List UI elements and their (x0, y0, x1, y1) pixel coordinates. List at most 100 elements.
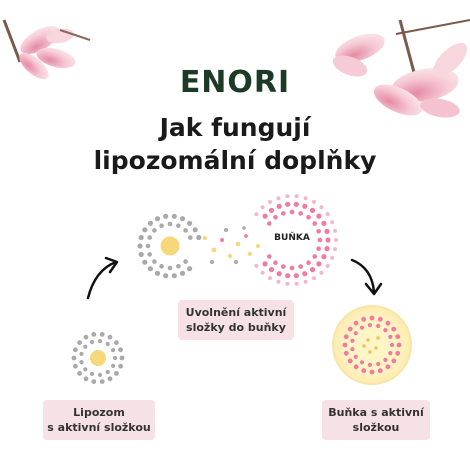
step-release-line2: složky do buňky (186, 321, 286, 334)
active-particle-dot (368, 350, 372, 354)
lipid-dot (77, 371, 82, 376)
membrane-dot (267, 254, 272, 259)
membrane-dot (302, 271, 308, 277)
particle-dot (227, 253, 233, 259)
membrane-dot (298, 264, 304, 269)
membrane-dot (293, 201, 299, 207)
membrane-dot (312, 221, 318, 226)
membrane-dot (367, 323, 372, 328)
membrane-dot (325, 212, 330, 217)
lipid-dot (77, 340, 82, 345)
lipid-dot (83, 376, 89, 382)
brand-logo: ENORI (179, 65, 291, 100)
membrane-dot (391, 326, 397, 332)
membrane-dot (285, 273, 291, 279)
membrane-dot (388, 334, 393, 339)
active-particle-dot (374, 346, 378, 350)
lipid-dot (112, 355, 118, 361)
membrane-dot (395, 350, 401, 356)
membrane-dot (312, 254, 318, 259)
membrane-dot (262, 261, 268, 267)
lipid-dot (147, 266, 153, 272)
cell-label: BUŇKA (274, 233, 310, 243)
membrane-dot (309, 207, 316, 213)
membrane-dot (359, 360, 365, 365)
lipid-dot (176, 264, 181, 269)
membrane-dot (353, 331, 358, 336)
membrane-dot (268, 267, 275, 273)
lipid-dot (138, 234, 144, 241)
membrane-dot (383, 357, 388, 362)
membrane-dot (316, 261, 322, 267)
lipid-dot (105, 341, 110, 347)
membrane-dot (289, 209, 295, 215)
lipid-dot (83, 367, 88, 372)
lipid-dot (118, 363, 123, 369)
particle-dot (211, 247, 217, 253)
lipid-dot (79, 360, 84, 365)
lipid-dot (183, 228, 188, 233)
lipid-dot (154, 216, 161, 222)
lipid-dot (107, 376, 113, 382)
lipid-dot (83, 344, 88, 349)
membrane-dot (268, 207, 275, 213)
membrane-dot (281, 211, 286, 216)
lipid-dot (138, 251, 144, 258)
membrane-dot (254, 263, 259, 268)
membrane-dot (353, 320, 359, 326)
particle-dot (235, 241, 241, 247)
lipid-dot (119, 355, 125, 361)
cell-ring (254, 194, 338, 286)
membrane-dot (316, 213, 322, 219)
lipid-dot (152, 228, 157, 233)
lipid-dot (107, 334, 113, 340)
lipid-dot (167, 265, 173, 271)
lipid-dot (171, 273, 177, 279)
lipid-dot (79, 351, 84, 356)
membrane-dot (383, 328, 388, 333)
lipid-dot (159, 264, 164, 269)
step-cell-label: Buňka s aktivní složkou (322, 400, 430, 440)
membrane-dot (367, 362, 372, 367)
membrane-dot (376, 323, 381, 329)
membrane-dot (350, 347, 355, 352)
membrane-dot (303, 196, 308, 201)
membrane-dot (276, 196, 281, 201)
lipid-dot (147, 252, 152, 257)
membrane-dot (309, 267, 316, 273)
membrane-dot (343, 350, 349, 356)
membrane-dot (262, 213, 268, 219)
membrane-dot (361, 316, 367, 322)
particle-dot (224, 228, 228, 232)
membrane-dot (396, 342, 402, 348)
membrane-dot (325, 237, 331, 243)
membrane-dot (388, 351, 393, 356)
membrane-dot (316, 246, 321, 251)
active-particle-dot (366, 338, 370, 342)
membrane-dot (316, 229, 321, 234)
membrane-dot (385, 320, 391, 326)
lipid-dot (159, 223, 164, 228)
lipid-dot (167, 221, 173, 227)
page-title-line1: Jak fungují (159, 113, 311, 142)
membrane-dot (312, 276, 316, 281)
membrane-dot (254, 212, 259, 217)
lipid-dot (176, 223, 181, 228)
membrane-dot (273, 260, 278, 266)
membrane-dot (298, 211, 304, 216)
arrow-up-icon (86, 256, 119, 300)
lipid-dot (89, 371, 95, 376)
page-title-line2: lipozomální doplňky (93, 146, 377, 175)
step-cell-line2: složkou (352, 421, 400, 434)
lipid-dot (111, 363, 116, 368)
membrane-dot (361, 368, 367, 374)
lipid-dot (188, 235, 193, 240)
step-liposome-line1: Lipozom (73, 406, 125, 419)
lipid-dot (147, 220, 153, 226)
lipid-dot (187, 266, 193, 272)
membrane-dot (306, 260, 311, 266)
membrane-dot (325, 263, 330, 268)
membrane-dot (285, 194, 290, 199)
membrane-dot (330, 255, 335, 260)
